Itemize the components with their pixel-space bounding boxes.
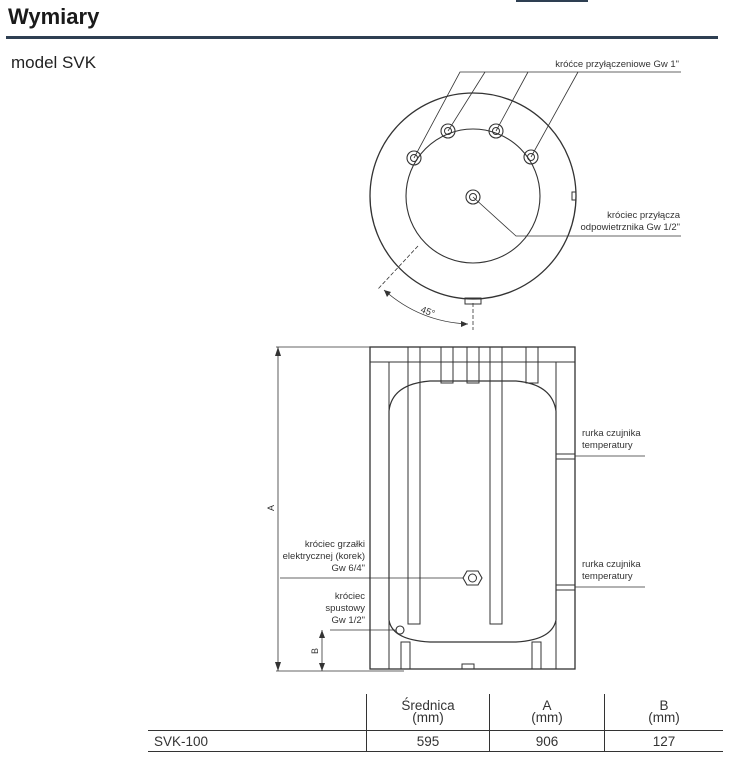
inner-tank-circle [405,128,541,264]
foot-left [400,641,411,670]
callout-drain-line3: Gw 1/2" [332,615,365,626]
top-view [369,71,681,330]
side-nub-right [571,191,577,201]
casing-outline [369,346,576,670]
pipe-1 [407,346,421,625]
callout-sensor1-line2: temperatury [582,440,633,451]
callout-drain-line2: spustowy [325,603,365,614]
cell-diameter: 595 [366,730,490,752]
pipe-2 [440,346,454,384]
dimension-b-label: B [310,648,320,654]
vent-connector [465,189,481,205]
model-label: model SVK [11,53,97,72]
callout-vent-line2: odpowietrznika Gw 1/2" [581,222,680,233]
cell-b: 127 [604,730,723,752]
header-b: B (mm) [604,694,723,731]
sensor-pipe-1 [555,453,576,460]
title-divider [6,36,718,39]
callout-sensor2-line2: temperatury [582,571,633,582]
callout-heater-line2: elektrycznej (korek) [283,551,365,562]
callout-drain-line1: króciec [335,591,365,602]
front-view [275,346,645,672]
inner-tank [388,380,557,643]
header-a: A (mm) [489,694,605,731]
page-title: Wymiary [8,4,100,29]
callout-vent-line1: króciec przyłącza [607,210,681,221]
heater-fitting [462,570,483,586]
callout-inlets: króćce przyłączeniowe Gw 1" [555,59,679,70]
drain-fitting [395,625,405,635]
callout-sensor1-line1: rurka czujnika [582,428,641,439]
top-edge-mark [516,0,588,2]
foot-right [531,641,542,670]
table-row: SVK-100 595 906 127 [148,730,723,752]
foot-center [461,663,475,670]
header-model [148,694,367,731]
outer-casing-circle [369,92,577,300]
angle-label: 45° [419,304,436,319]
dimensions-table: Średnica (mm) A (mm) B (mm) SVK-100 595 … [148,694,723,752]
callout-sensor2-line1: rurka czujnika [582,559,641,570]
inlet-connectors [406,123,539,166]
callout-heater-line1: króciec grzałki [305,539,365,550]
pipe-3 [489,346,503,625]
pipe-4 [525,346,539,384]
callout-heater-line3: Gw 6/4" [332,563,365,574]
vent-pipe [466,346,480,384]
technical-drawing: króćce przyłączeniowe Gw 1" króciec przy… [266,59,681,672]
sensor-pipe-2 [555,584,576,591]
dimension-a-label: A [266,505,276,511]
cell-a: 906 [489,730,605,752]
header-diameter: Średnica (mm) [366,694,490,731]
cell-model: SVK-100 [148,730,367,752]
table-header-row: Średnica (mm) A (mm) B (mm) [148,694,723,731]
